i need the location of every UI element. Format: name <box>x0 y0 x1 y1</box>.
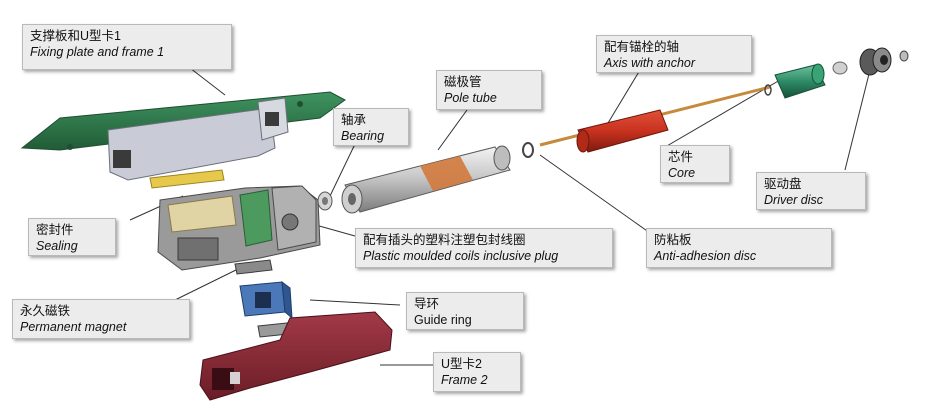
label-pole-tube-zh: 磁极管 <box>444 75 482 89</box>
fixing-plate-part <box>20 91 346 181</box>
label-anti-adhesion-zh: 防粘板 <box>654 233 692 247</box>
label-sealing-en: Sealing <box>36 239 78 253</box>
label-anti-adhesion-en: Anti-adhesion disc <box>654 249 757 263</box>
label-guide-ring: 导环 Guide ring <box>406 292 524 330</box>
bearing-part <box>317 191 333 211</box>
label-core: 芯件 Core <box>660 145 730 183</box>
label-guide-ring-en: Guide ring <box>414 313 472 327</box>
axis-part <box>539 85 771 153</box>
label-plastic-coils: 配有插头的塑料注塑包封线圈 Plastic moulded coils incl… <box>355 228 613 268</box>
frame2-part <box>199 311 393 401</box>
label-pole-tube: 磁极管 Pole tube <box>436 70 542 110</box>
label-guide-ring-zh: 导环 <box>414 297 440 311</box>
label-plastic-coils-en: Plastic moulded coils inclusive plug <box>363 249 559 263</box>
pole-tube-part <box>341 145 511 214</box>
permanent-magnet-part <box>234 259 273 275</box>
label-axis: 配有锚栓的轴 Axis with anchor <box>596 35 752 73</box>
label-bearing-en: Bearing <box>341 129 385 143</box>
label-bearing-zh: 轴承 <box>341 113 367 127</box>
label-frame2: U型卡2 Frame 2 <box>433 352 521 392</box>
label-core-en: Core <box>668 166 696 180</box>
label-fixing-plate-en: Fixing plate and frame 1 <box>30 45 165 59</box>
label-frame2-en: Frame 2 <box>441 373 488 387</box>
coil-housing-part <box>157 185 321 271</box>
leader-lines <box>129 67 871 366</box>
core-part <box>764 61 848 99</box>
label-driver-disc-zh: 驱动盘 <box>764 177 802 191</box>
label-core-zh: 芯件 <box>668 150 694 164</box>
label-bearing: 轴承 Bearing <box>333 108 409 146</box>
label-plastic-coils-zh: 配有插头的塑料注塑包封线圈 <box>363 233 526 247</box>
anti-adhesion-disc-part <box>522 142 534 158</box>
label-driver-disc-en: Driver disc <box>764 193 824 207</box>
label-sealing-zh: 密封件 <box>36 223 74 237</box>
sealing-part <box>149 169 225 189</box>
label-fixing-plate-zh: 支撑板和U型卡1 <box>30 29 121 43</box>
label-permanent-magnet: 永久磁铁 Permanent magnet <box>12 299 190 339</box>
label-axis-zh: 配有锚栓的轴 <box>604 40 680 54</box>
label-permanent-magnet-zh: 永久磁铁 <box>20 304 71 318</box>
label-anti-adhesion: 防粘板 Anti-adhesion disc <box>646 228 832 268</box>
label-driver-disc: 驱动盘 Driver disc <box>756 172 866 210</box>
label-fixing-plate: 支撑板和U型卡1 Fixing plate and frame 1 <box>22 24 232 70</box>
label-permanent-magnet-en: Permanent magnet <box>20 320 127 334</box>
label-frame2-zh: U型卡2 <box>441 357 482 371</box>
label-pole-tube-en: Pole tube <box>444 91 497 105</box>
label-sealing: 密封件 Sealing <box>28 218 116 256</box>
driver-disc-part <box>859 47 909 76</box>
label-axis-en: Axis with anchor <box>604 56 696 70</box>
